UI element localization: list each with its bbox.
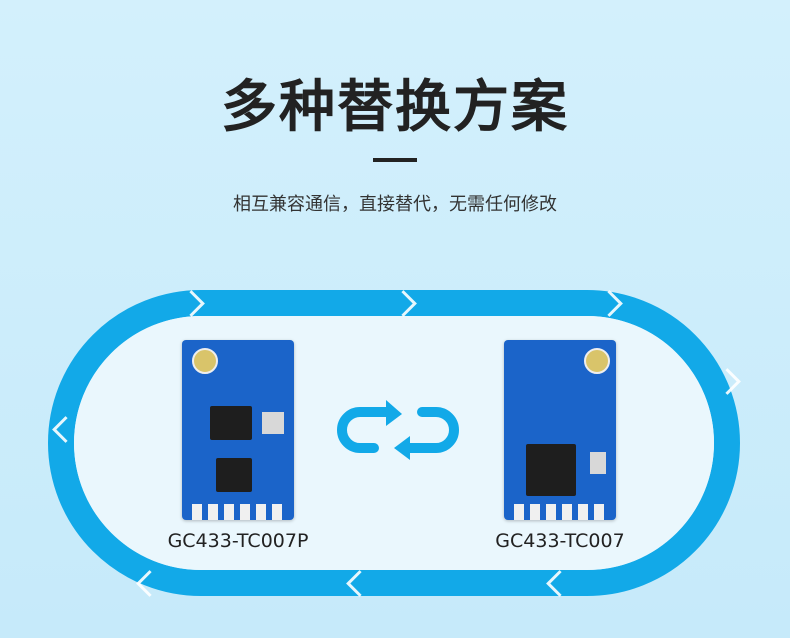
pin-pad bbox=[208, 504, 218, 520]
antenna-connector bbox=[584, 348, 610, 374]
pin-pad bbox=[562, 504, 572, 520]
module-image-gc433-tc007 bbox=[504, 340, 616, 520]
module-image-gc433-tc007p bbox=[182, 340, 294, 520]
module-label-2: GC433-TC007 bbox=[495, 530, 625, 552]
pin-pad bbox=[224, 504, 234, 520]
pin-pad bbox=[530, 504, 540, 520]
pin-pad bbox=[272, 504, 282, 520]
crystal bbox=[262, 412, 284, 434]
swap-arrows-icon bbox=[337, 400, 459, 460]
page-title: 多种替换方案 bbox=[221, 75, 569, 140]
pin-pad bbox=[192, 504, 202, 520]
mcu-chip bbox=[216, 458, 252, 492]
rf-chip bbox=[210, 406, 252, 440]
pin-pad bbox=[578, 504, 588, 520]
antenna-connector bbox=[192, 348, 218, 374]
rf-chip bbox=[526, 444, 576, 496]
title-divider bbox=[373, 158, 417, 162]
pin-pad bbox=[256, 504, 266, 520]
page-subtitle: 相互兼容通信，直接替代，无需任何修改 bbox=[233, 194, 557, 215]
pin-pad bbox=[514, 504, 524, 520]
pin-pad bbox=[594, 504, 604, 520]
crystal bbox=[590, 452, 606, 474]
module-label-1: GC433-TC007P bbox=[167, 530, 309, 552]
pin-pad bbox=[546, 504, 556, 520]
pin-pad bbox=[240, 504, 250, 520]
